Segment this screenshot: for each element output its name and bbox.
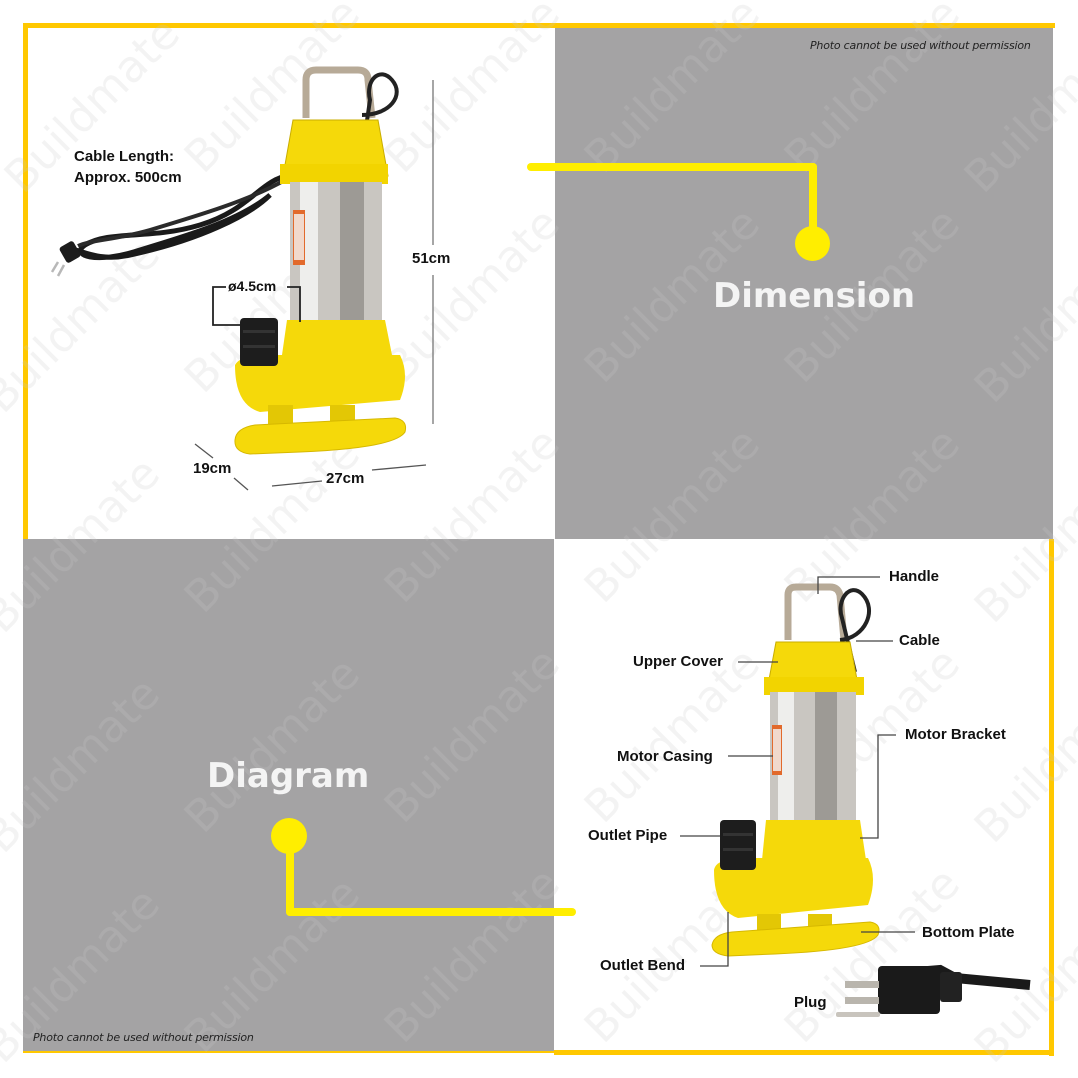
width-label: 27cm	[326, 470, 365, 487]
outlet-diameter-label: ø4.5cm	[228, 278, 277, 294]
diagram-panel	[23, 539, 554, 1052]
pump-image-dimension	[50, 66, 434, 491]
outlet-bend-label: Outlet Bend	[600, 957, 685, 974]
cable-label: Cable	[899, 632, 940, 649]
upper-cover-label: Upper Cover	[633, 653, 724, 670]
depth-label: 19cm	[193, 460, 232, 477]
dimension-connector-dot	[795, 226, 830, 261]
diagram-connector-horizontal	[286, 908, 576, 916]
cable-length-label: Cable Length:	[74, 148, 174, 165]
permission-notice-top: Photo cannot be used without permission	[810, 39, 1031, 52]
bottom-plate-label: Bottom Plate	[922, 924, 1015, 941]
motor-bracket-label: Motor Bracket	[905, 726, 1006, 743]
diagram-connector-vertical	[286, 840, 294, 916]
diagram-title: Diagram	[207, 756, 370, 796]
frame-left	[23, 23, 28, 539]
frame-bottom	[554, 1050, 1054, 1055]
dimension-title: Dimension	[713, 276, 916, 316]
height-label: 51cm	[412, 250, 451, 267]
dimension-connector-vertical	[809, 163, 817, 241]
permission-notice-bottom: Photo cannot be used without permission	[33, 1031, 254, 1044]
plug-label: Plug	[794, 994, 827, 1011]
frame-top	[23, 23, 1055, 28]
outlet-pipe-label: Outlet Pipe	[588, 827, 668, 844]
handle-label: Handle	[889, 568, 940, 585]
dimension-connector-horizontal	[527, 163, 817, 171]
frame-right	[1049, 539, 1054, 1056]
frame-bottom-left-edge	[23, 1051, 554, 1053]
motor-casing-label: Motor Casing	[617, 748, 713, 765]
dimension-panel	[555, 28, 1053, 539]
cable-length-value: Approx. 500cm	[74, 169, 182, 186]
